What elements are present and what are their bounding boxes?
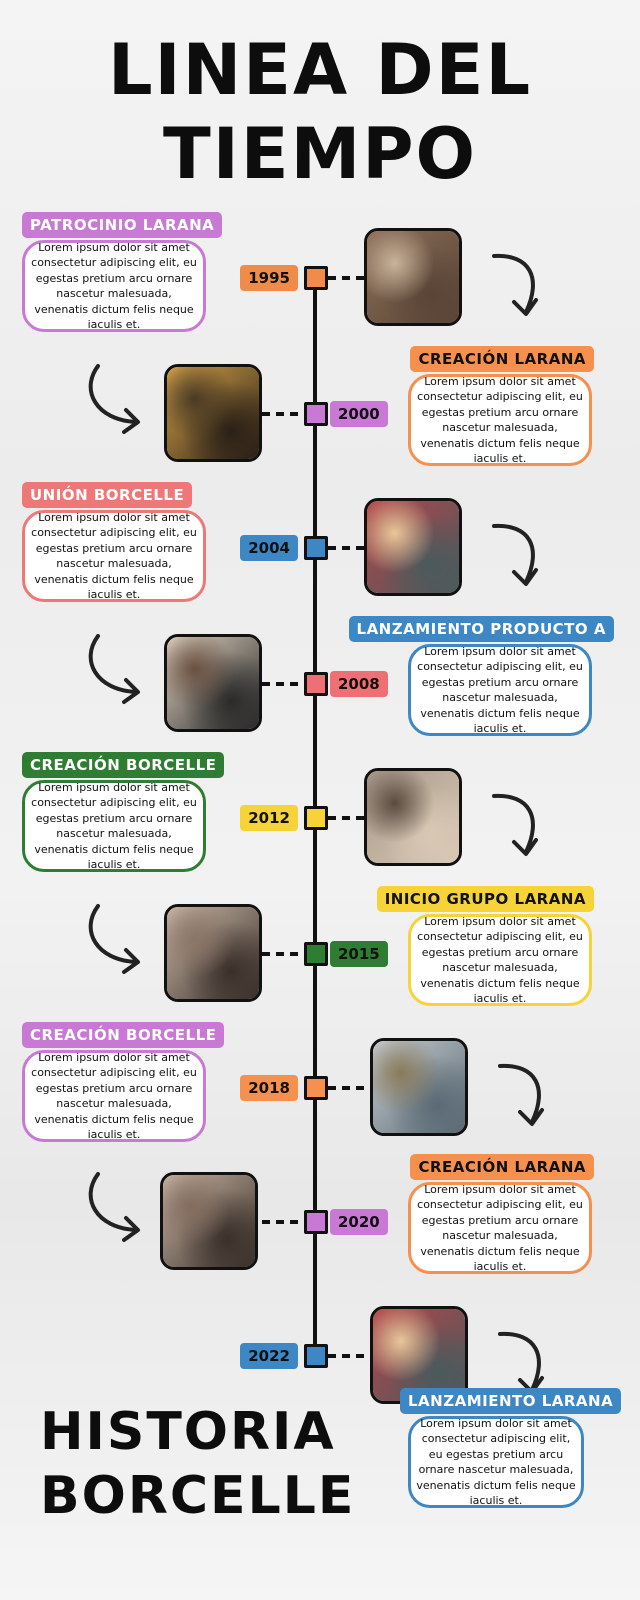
event-description: Lorem ipsum dolor sit amet consectetur a… [22,510,206,602]
curved-arrow-icon [498,1063,544,1126]
connector-dash [328,816,364,820]
year-marker [304,1344,328,1368]
year-marker [304,942,328,966]
event-description: Lorem ipsum dolor sit amet consectetur a… [408,644,592,736]
year-marker [304,672,328,696]
event-label: PATROCINIO LARANA [22,212,223,238]
connector-dash [262,952,298,956]
event-description: Lorem ipsum dolor sit amet consectetur a… [22,780,206,872]
event-label: UNIÓN BORCELLE [22,482,193,508]
curved-arrow-icon [88,904,140,974]
year-marker [304,402,328,426]
photo-retro-radio-2 [370,1306,468,1404]
photo-storefront [364,228,462,326]
curved-arrow-icon [88,364,140,434]
event-label: CREACIÓN LARANA [410,346,594,372]
curved-arrow-icon [88,634,140,704]
connector-dash [328,546,364,550]
year-badge: 2018 [240,1075,298,1101]
year-marker [304,1210,328,1234]
connector-dash [328,1354,364,1358]
event-description: Lorem ipsum dolor sit amet consectetur a… [408,374,592,466]
event-label: CREACIÓN BORCELLE [22,752,225,778]
event-label: LANZAMIENTO LARANA [400,1388,622,1414]
photo-bicycle-street-2 [160,1172,258,1270]
event-label: CREACIÓN LARANA [410,1154,594,1180]
event-label: INICIO GRUPO LARANA [376,886,594,912]
connector-dash [328,276,364,280]
year-marker [304,266,328,290]
year-badge: 2008 [330,671,388,697]
year-marker [304,1076,328,1100]
photo-boombox-stack [364,768,462,866]
year-badge: 2020 [330,1209,388,1235]
connector-dash [328,1086,364,1090]
curved-arrow-icon [492,793,538,856]
event-description: Lorem ipsum dolor sit amet consectetur a… [408,1416,584,1508]
year-badge: 1995 [240,265,298,291]
curved-arrow-icon [88,1172,140,1242]
event-description: Lorem ipsum dolor sit amet consectetur a… [22,240,206,332]
photo-camera-flowers [164,364,262,462]
photo-vintage-camera [164,634,262,732]
subtitle-line-1: HISTORIA [40,1402,336,1462]
photo-retro-radio [364,498,462,596]
connector-dash [262,412,298,416]
year-badge: 2012 [240,805,298,831]
event-description: Lorem ipsum dolor sit amet consectetur a… [408,1182,592,1274]
photo-bicycle-street [164,904,262,1002]
year-badge: 2022 [240,1343,298,1369]
subtitle-line-2: BORCELLE [40,1466,356,1526]
year-badge: 2000 [330,401,388,427]
connector-dash [262,682,298,686]
photo-london-skyline [370,1038,468,1136]
year-marker [304,536,328,560]
curved-arrow-icon [492,523,538,586]
year-badge: 2004 [240,535,298,561]
curved-arrow-icon [492,253,538,316]
connector-dash [262,1220,298,1224]
event-description: Lorem ipsum dolor sit amet consectetur a… [22,1050,206,1142]
subtitle: HISTORIA BORCELLE [40,1400,355,1528]
title-line-1: LINEA DEL [107,29,533,111]
event-label: CREACIÓN BORCELLE [22,1022,225,1048]
title-line-2: TIEMPO [162,113,478,195]
year-marker [304,806,328,830]
page-title: LINEA DEL TIEMPO [0,28,640,196]
event-label: LANZAMIENTO PRODUCTO A [348,616,614,642]
event-description: Lorem ipsum dolor sit amet consectetur a… [408,914,592,1006]
year-badge: 2015 [330,941,388,967]
